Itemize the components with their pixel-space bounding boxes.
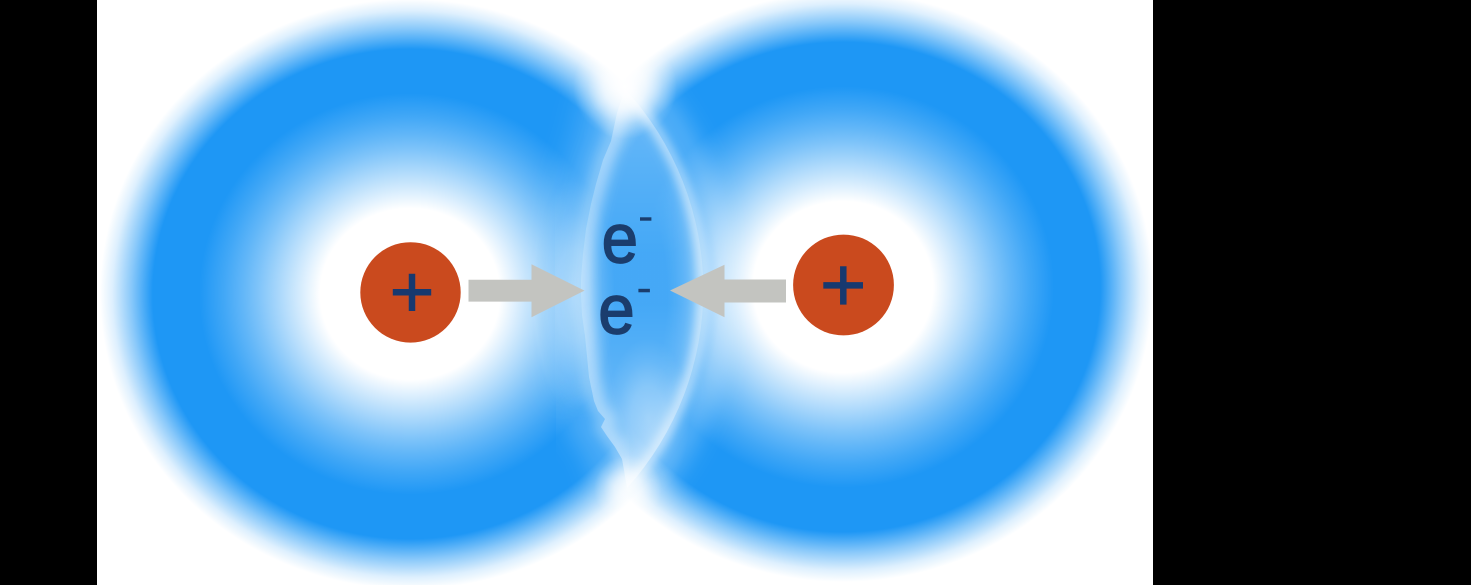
svg-text:e: e bbox=[598, 272, 634, 350]
svg-text:e: e bbox=[602, 200, 638, 278]
